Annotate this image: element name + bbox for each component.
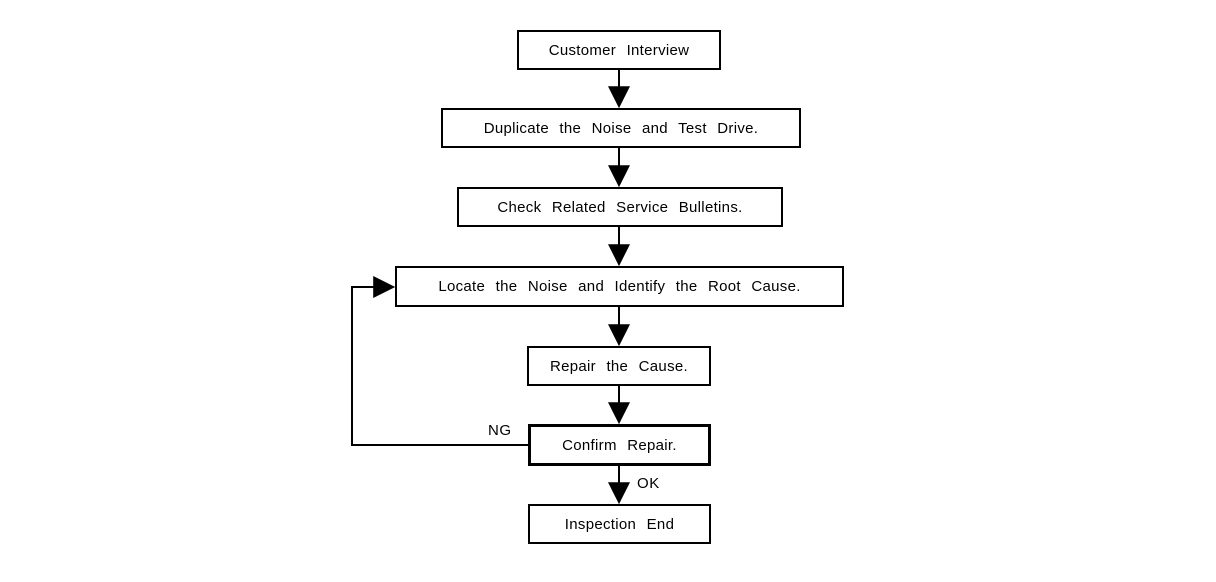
node-label: Repair the Cause.: [549, 357, 688, 375]
node-label: Locate the Noise and Identify the Root C…: [438, 278, 801, 295]
node-duplicate-noise-test-drive: Duplicate the Noise and Test Drive.: [441, 108, 801, 148]
node-label: Duplicate the Noise and Test Drive.: [483, 119, 759, 137]
node-check-service-bulletins: Check Related Service Bulletins.: [457, 187, 783, 227]
node-inspection-end: Inspection End: [528, 504, 711, 544]
edge-ng-loop: [351, 276, 528, 446]
node-label: Check Related Service Bulletins.: [497, 198, 743, 216]
edge-label-ok: OK: [637, 475, 660, 492]
node-repair-the-cause: Repair the Cause.: [527, 346, 711, 386]
node-customer-interview: Customer Interview: [517, 30, 721, 70]
node-label: Customer Interview: [548, 41, 690, 59]
node-confirm-repair: Confirm Repair.: [528, 424, 711, 466]
edge-label-ng: NG: [488, 422, 512, 439]
node-locate-noise-root-cause: Locate the Noise and Identify the Root C…: [395, 266, 844, 307]
node-label: Inspection End: [564, 515, 675, 533]
node-label: Confirm Repair.: [562, 436, 677, 454]
